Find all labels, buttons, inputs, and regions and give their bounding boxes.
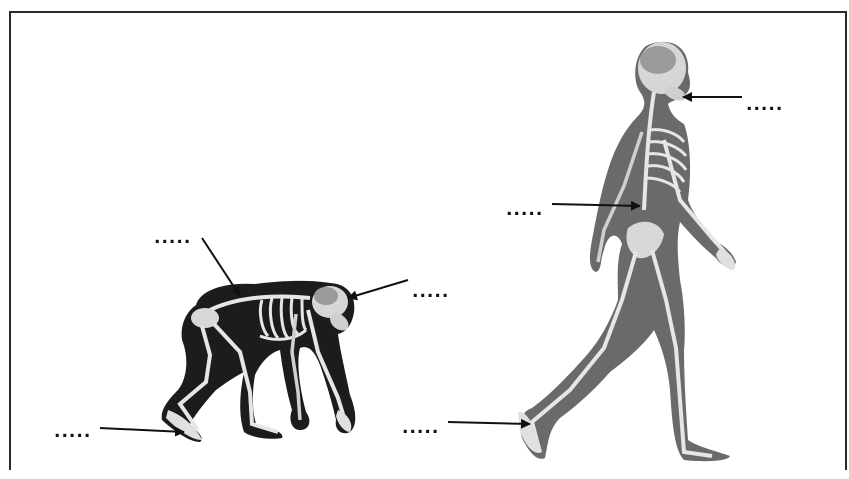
blank-ape-foot[interactable]: ..... <box>54 424 91 441</box>
human-brain <box>640 46 676 74</box>
chimpanzee-brain <box>314 287 338 305</box>
worksheet-border <box>10 12 846 470</box>
arrow-human-foot <box>448 422 530 424</box>
human-body <box>520 42 736 461</box>
human-hand <box>716 248 735 270</box>
chimpanzee-figure <box>162 281 356 442</box>
arrow-ape-head <box>348 280 408 298</box>
blank-human-head[interactable]: ..... <box>746 97 783 114</box>
human-figure <box>518 42 736 461</box>
arrow-ape-foot <box>100 428 184 432</box>
blank-human-foot[interactable]: ..... <box>402 420 439 437</box>
blank-ape-head[interactable]: ..... <box>412 284 449 301</box>
blank-ape-back[interactable]: ..... <box>154 230 191 247</box>
blank-human-spine[interactable]: ..... <box>506 202 543 219</box>
